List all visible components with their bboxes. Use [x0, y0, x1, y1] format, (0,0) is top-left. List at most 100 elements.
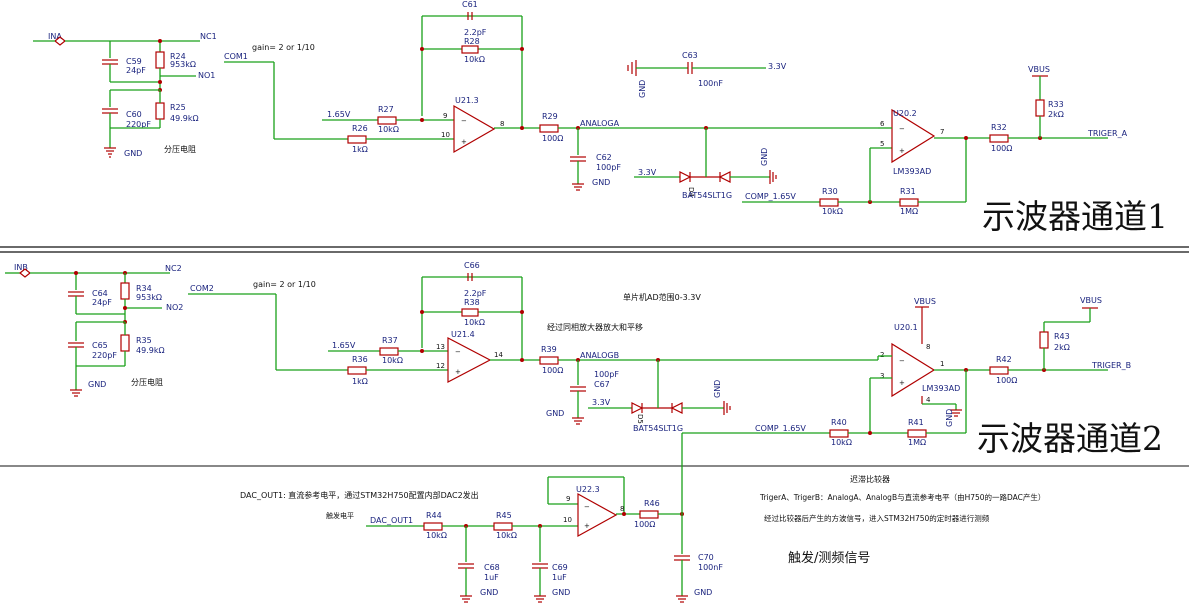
svg-text:4: 4 — [926, 396, 931, 404]
net-ina: INA — [48, 32, 62, 41]
diode-part-label: BAT54SLT1G — [633, 424, 683, 433]
vbus-label: VBUS — [1028, 65, 1050, 74]
channel-1-title: 示波器通道1 — [982, 197, 1168, 236]
svg-text:100pF: 100pF — [594, 370, 619, 379]
vbus-label: VBUS — [914, 297, 936, 306]
net-analoga: ANALOGA — [580, 119, 620, 128]
net-no2: NO2 — [166, 303, 183, 312]
svg-text:13: 13 — [436, 343, 445, 351]
net-analogb: ANALOGB — [580, 351, 619, 360]
svg-text:−: − — [455, 348, 461, 356]
opamp-u21-3: − + U21.3 9 10 8 — [441, 96, 504, 154]
trigger-desc-1: TrigerA、TrigerB：AnalogA、AnalogB与直流参考电平（由… — [759, 492, 1045, 502]
svg-text:7: 7 — [940, 128, 944, 136]
svg-text:10kΩ: 10kΩ — [382, 356, 403, 365]
net-com1: COM1 — [224, 52, 248, 61]
net-3v3: 3.3V — [592, 398, 611, 407]
trigger-title: 触发/测频信号 — [788, 550, 870, 566]
u20-1-label: U20.1 — [894, 323, 918, 332]
svg-text:R26: R26 — [352, 124, 368, 133]
gnd-label: GND — [713, 380, 722, 398]
amp-note: 经过同相放大器放大和平移 — [547, 322, 643, 332]
capacitor-c69: C69 1uF — [532, 563, 568, 582]
svg-text:LM393AD: LM393AD — [893, 167, 931, 176]
svg-text:R25: R25 — [170, 103, 186, 112]
svg-text:C64: C64 — [92, 289, 108, 298]
ground-icon — [723, 401, 731, 415]
capacitor-c59: C59 24pF — [102, 57, 146, 75]
svg-text:10kΩ: 10kΩ — [496, 531, 517, 540]
mcu-range-note: 单片机AD范围0-3.3V — [623, 292, 701, 302]
svg-text:+: + — [899, 147, 905, 155]
resistor-r26: R26 1kΩ — [347, 124, 368, 154]
trigger-desc-2: 经过比较器后产生的方波信号，进入STM32H750的定时器进行测频 — [764, 513, 990, 523]
svg-text:R29: R29 — [542, 112, 558, 121]
svg-text:C66: C66 — [464, 261, 480, 270]
capacitor-c63: GND C63 100nF 3.3V — [627, 51, 787, 98]
svg-text:10kΩ: 10kΩ — [822, 207, 843, 216]
svg-text:C62: C62 — [596, 153, 612, 162]
ground-icon — [460, 595, 472, 603]
svg-text:GND: GND — [638, 80, 647, 98]
svg-text:2kΩ: 2kΩ — [1048, 110, 1064, 119]
gnd-label: GND — [592, 178, 610, 187]
svg-text:24pF: 24pF — [92, 298, 112, 307]
svg-text:953kΩ: 953kΩ — [136, 293, 162, 302]
svg-text:−: − — [461, 117, 467, 125]
svg-text:2kΩ: 2kΩ — [1054, 343, 1070, 352]
svg-text:1: 1 — [940, 360, 944, 368]
channel-1: INA NC1 C59 24pF R24 953kΩ NO1 C60 — [33, 0, 1168, 236]
svg-text:8: 8 — [926, 343, 930, 351]
net-1v65: 1.65V — [332, 341, 356, 350]
comparator-u20-2: − + U20.2 6 5 7 LM393AD — [880, 108, 944, 176]
ground-icon — [70, 389, 82, 397]
svg-text:+: + — [461, 138, 467, 146]
resistor-r38: R38 10kΩ — [461, 298, 485, 327]
net-no1: NO1 — [198, 71, 215, 80]
svg-text:D5: D5 — [636, 414, 644, 424]
svg-text:+: + — [584, 522, 590, 530]
capacitor-c61: C61 2.2pF — [462, 0, 487, 37]
vbus-label: VBUS — [1080, 296, 1102, 305]
svg-text:C59: C59 — [126, 57, 142, 66]
gnd-label: GND — [945, 409, 954, 427]
net-com2: COM2 — [190, 284, 214, 293]
svg-text:10kΩ: 10kΩ — [831, 438, 852, 447]
svg-text:10kΩ: 10kΩ — [378, 125, 399, 134]
svg-text:R24: R24 — [170, 52, 186, 61]
trig-level-note: 触发电平 — [326, 511, 354, 520]
gain-note: gain= 2 or 1/10 — [253, 280, 316, 289]
net-inb: INB — [14, 263, 28, 272]
svg-text:3.3V: 3.3V — [768, 62, 787, 71]
gnd-label: GND — [694, 588, 712, 597]
gnd-label: GND — [546, 409, 564, 418]
svg-text:9: 9 — [443, 112, 447, 120]
ground-icon — [950, 409, 962, 417]
gnd-label: GND — [480, 588, 498, 597]
svg-text:100nF: 100nF — [698, 563, 723, 572]
svg-text:U21.3: U21.3 — [455, 96, 479, 105]
svg-text:14: 14 — [494, 351, 503, 359]
ground-icon — [534, 595, 546, 603]
ground-icon — [676, 595, 688, 603]
svg-text:U21.4: U21.4 — [451, 330, 475, 339]
gnd-label: GND — [124, 149, 142, 158]
svg-text:C61: C61 — [462, 0, 478, 9]
svg-text:1MΩ: 1MΩ — [908, 438, 926, 447]
svg-text:100Ω: 100Ω — [542, 134, 563, 143]
svg-text:1MΩ: 1MΩ — [900, 207, 918, 216]
svg-text:2.2pF: 2.2pF — [464, 289, 487, 298]
svg-text:R40: R40 — [831, 418, 847, 427]
svg-text:100Ω: 100Ω — [634, 520, 655, 529]
svg-text:12: 12 — [436, 362, 445, 370]
divider-note: 分压电阻 — [131, 377, 163, 387]
comparator-u20-1: − + 2 3 1 8 4 LM393AD — [880, 342, 960, 404]
svg-text:C60: C60 — [126, 110, 142, 119]
gnd-label: GND — [760, 148, 769, 166]
net-nc1: NC1 — [200, 32, 217, 41]
svg-text:C65: C65 — [92, 341, 108, 350]
resistor-r27: R27 10kΩ — [377, 105, 399, 134]
svg-text:C63: C63 — [682, 51, 698, 60]
net-3v3: 3.3V — [638, 168, 657, 177]
